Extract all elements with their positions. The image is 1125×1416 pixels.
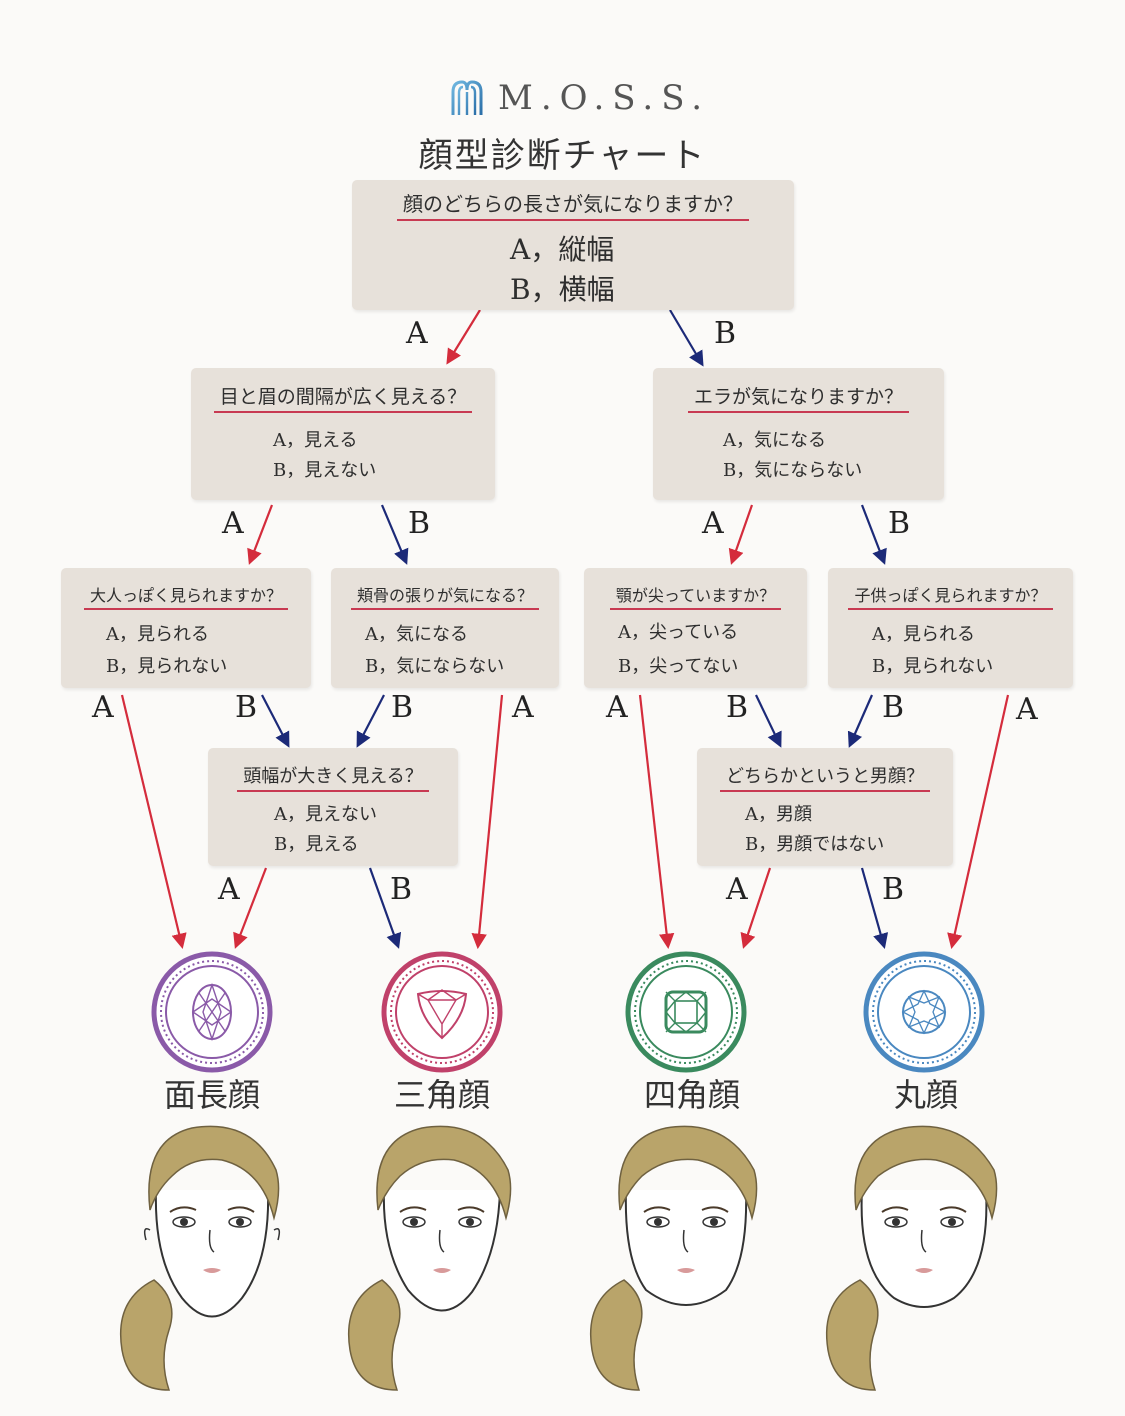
option-b: B，気にならない [723, 460, 863, 481]
triangle-gem-icon [381, 951, 503, 1073]
option-b: B，見える [274, 834, 359, 855]
question-box-q5: 頬骨の張りが気になる？ A，気になる B，気にならない [331, 568, 559, 688]
arrow-q1-b [669, 309, 704, 367]
option-a: A，見られる [872, 624, 975, 645]
option-b: B，横幅 [510, 273, 615, 306]
question-box-q4: 大人っぽく見られますか？ A，見られる B，見られない [61, 568, 311, 688]
logo-text: M.O.S.S. [498, 78, 711, 118]
question-box-q7: 子供っぽく見られますか？ A，見られる B，見られない [828, 568, 1073, 688]
question-box-q6: 顎が尖っていますか？ A，尖っている B，尖ってない [584, 568, 807, 688]
question-text: 目と眉の間隔が広く見える？ [191, 382, 495, 413]
edge-label-b: B [391, 690, 414, 725]
result-square: 四角顔 [643, 1076, 740, 1114]
face-square-icon [589, 1125, 758, 1391]
edge-label-a: A [222, 506, 244, 541]
edge-label-a: A [218, 872, 240, 907]
option-b: B，尖ってない [618, 656, 739, 677]
face-oval-icon [119, 1125, 281, 1391]
square-gem-icon [625, 951, 747, 1073]
option-b: B，気にならない [365, 656, 505, 677]
edge-label-a: A [702, 506, 724, 541]
edge-label-a: A [726, 872, 748, 907]
question-box-q1: 顔のどちらの長さが気になりますか？ A，縦幅 B，横幅 [352, 180, 794, 310]
edge-label-a: A [512, 690, 534, 725]
edge-label-b: B [888, 506, 911, 541]
arrow-q5-b [356, 694, 385, 748]
edge-label-b: B [882, 872, 905, 907]
arrow-q3-b [860, 504, 887, 565]
edge-label-b: B [408, 506, 431, 541]
question-text: 顔のどちらの長さが気になりますか？ [352, 188, 794, 221]
arrow-q2-b [380, 504, 409, 565]
edge-label-a: A [406, 316, 428, 351]
arrow-q7-b [847, 694, 874, 748]
arrow-q2-a [247, 504, 274, 565]
result-round: 丸顔 [893, 1076, 958, 1114]
edge-label-b: B [726, 690, 749, 725]
option-a: A，見られる [106, 624, 209, 645]
option-b: B，見られない [872, 656, 994, 677]
face-round-icon [825, 1125, 998, 1391]
edge-label-a: A [1016, 692, 1038, 727]
question-box-q2: 目と眉の間隔が広く見える？ A，見える B，見えない [191, 368, 495, 500]
chart-title: 顔型診断チャート [418, 136, 707, 176]
question-text: どちらかというと男顔？ [697, 762, 953, 792]
arrow-q3-a [728, 504, 754, 565]
question-box-q9: どちらかというと男顔？ A，男顔 B，男顔ではない [697, 748, 953, 866]
question-box-q3: エラが気になりますか？ A，気になる B，気にならない [653, 368, 944, 500]
edge-label-a: A [92, 690, 114, 725]
option-a: A，男顔 [745, 804, 812, 825]
logo-mark-icon [451, 80, 483, 115]
arrow-q4-b [261, 694, 290, 748]
option-a: A，見えない [274, 804, 377, 825]
result-triangle: 三角顔 [393, 1076, 490, 1114]
arrow-q5-a [471, 694, 504, 950]
option-a: A，気になる [723, 430, 826, 451]
option-b: B，見えない [273, 460, 377, 481]
moss-logo: M.O.S.S. [450, 78, 710, 118]
question-text: 頭幅が大きく見える？ [208, 762, 458, 792]
edge-label-a: A [606, 690, 628, 725]
question-text: 頬骨の張りが気になる？ [331, 582, 559, 610]
question-text: 子供っぽく見られますか？ [828, 582, 1073, 610]
option-a: A，気になる [365, 624, 468, 645]
round-gem-icon [863, 951, 985, 1073]
question-box-q8: 頭幅が大きく見える？ A，見えない B，見える [208, 748, 458, 866]
face-triangle-icon [347, 1125, 512, 1391]
arrow-q4-a [120, 694, 187, 949]
edge-label-b: B [235, 690, 258, 725]
question-text: 顎が尖っていますか？ [584, 582, 807, 610]
arrow-q6-b [755, 694, 782, 748]
arrow-q1-a [446, 309, 481, 365]
question-text: エラが気になりますか？ [653, 382, 944, 413]
edge-label-b: B [714, 316, 737, 351]
arrow-q8-a [233, 867, 268, 949]
option-b: B，見られない [106, 656, 228, 677]
edge-label-b: B [390, 872, 413, 907]
arrow-q8-b [368, 867, 402, 949]
option-a: A，見える [273, 430, 358, 451]
question-text: 大人っぽく見られますか？ [61, 582, 311, 610]
arrow-q9-a [740, 867, 772, 949]
option-b: B，男顔ではない [745, 834, 885, 855]
option-a: A，尖っている [618, 622, 739, 643]
option-a: A，縦幅 [510, 233, 615, 266]
arrow-q9-b [860, 867, 889, 949]
result-oval: 面長顔 [163, 1076, 260, 1114]
oval-gem-icon [151, 951, 273, 1073]
edge-label-b: B [882, 690, 905, 725]
arrow-q6-a [638, 694, 675, 950]
arrow-q7-a [947, 694, 1010, 950]
